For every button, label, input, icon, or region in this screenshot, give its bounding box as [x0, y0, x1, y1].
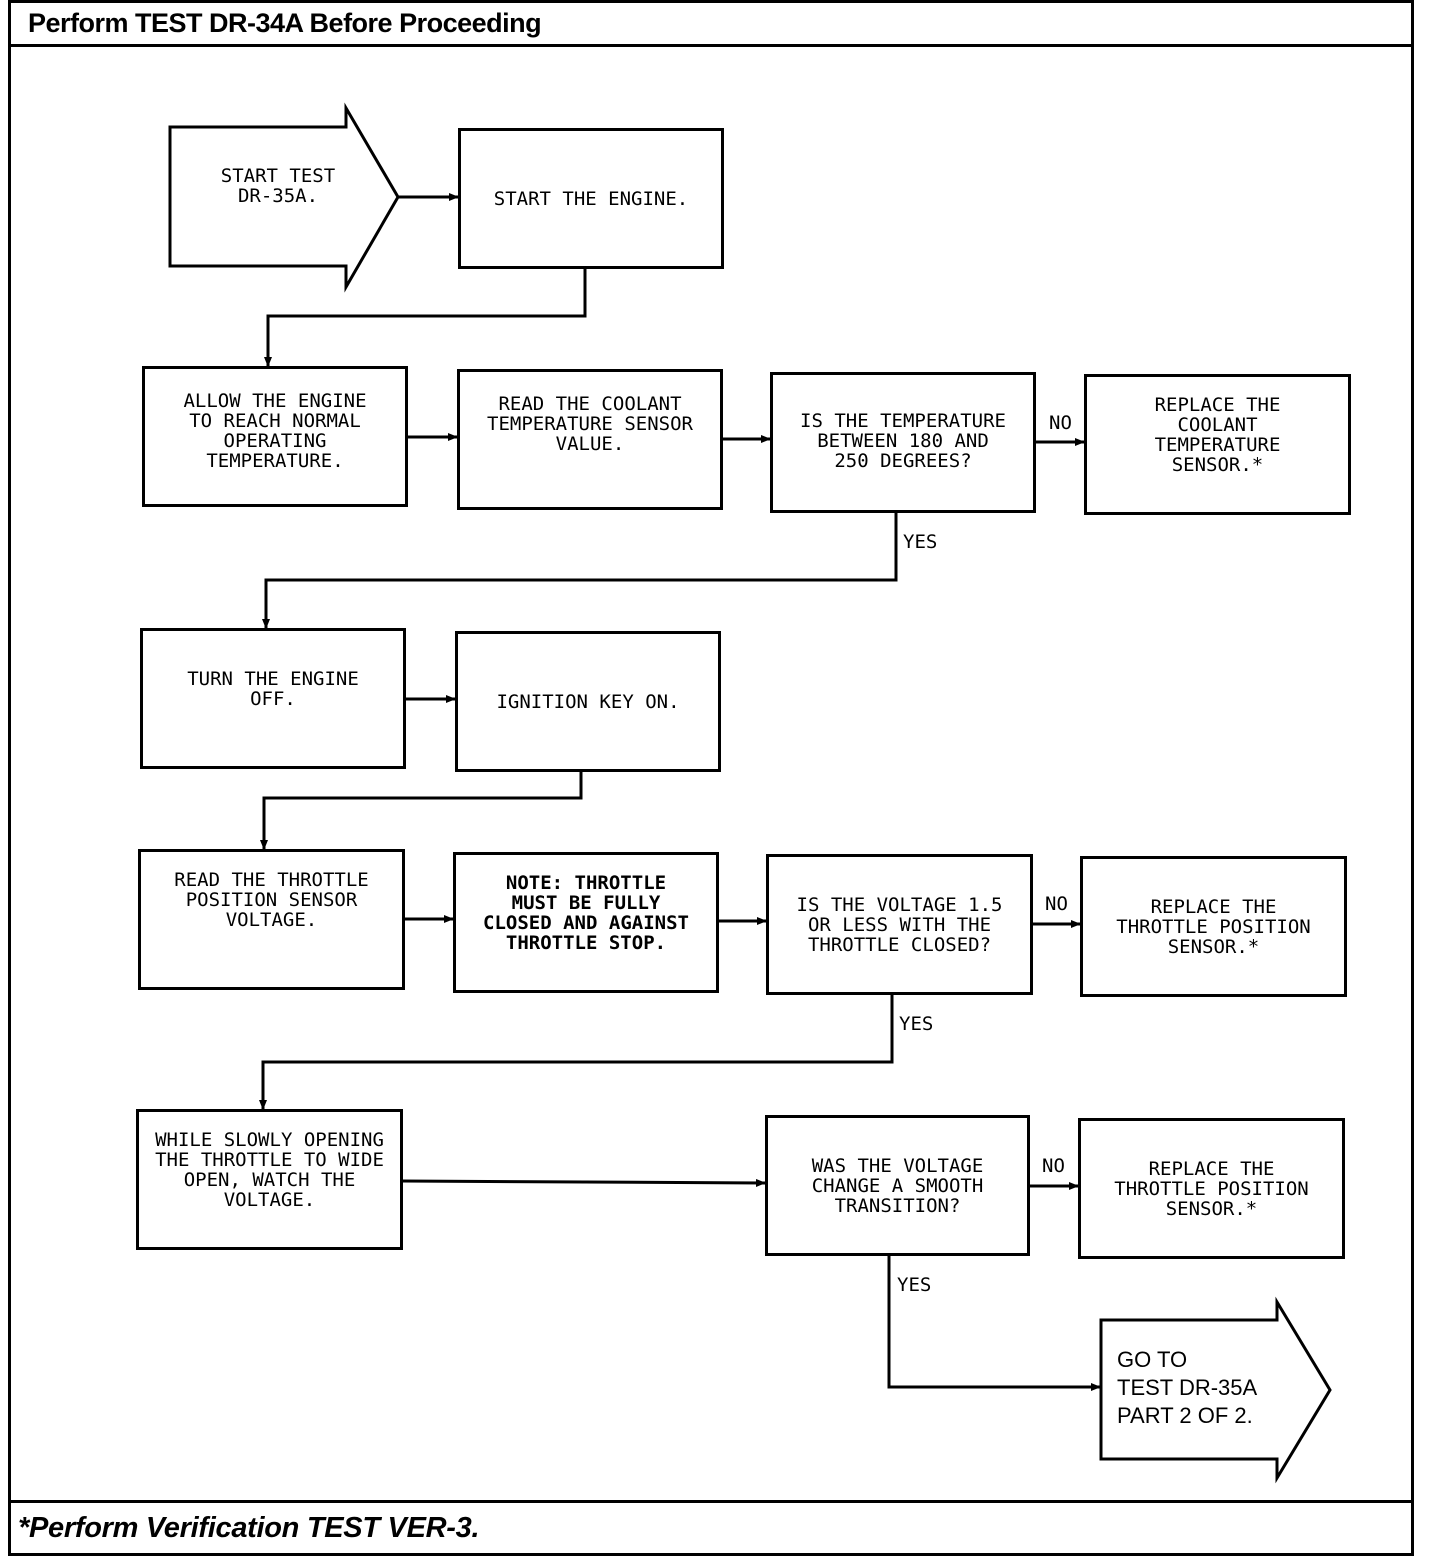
voltage-no-label: NO	[1045, 893, 1068, 915]
connector-engine-to-allow	[264, 268, 587, 367]
start-test-label: START TEST DR-35A.	[220, 165, 336, 207]
connector-temp-yes	[262, 512, 898, 629]
smooth-transition-question-box: WAS THE VOLTAGE CHANGE A SMOOTH TRANSITI…	[765, 1115, 1030, 1256]
goto-test-label: GO TO TEST DR-35A PART 2 OF 2.	[1117, 1347, 1258, 1428]
temp-yes-label: YES	[903, 531, 938, 553]
voltage-yes-label: YES	[899, 1013, 934, 1035]
open-throttle-box: WHILE SLOWLY OPENING THE THROTTLE TO WID…	[136, 1109, 403, 1250]
start-arrow-shape	[168, 102, 400, 293]
header-title: Perform TEST DR-34A Before Proceeding	[28, 8, 542, 38]
read-coolant-box: READ THE COOLANT TEMPERATURE SENSOR VALU…	[457, 369, 723, 510]
outer-frame	[8, 0, 1414, 1556]
ignition-key-on-box: IGNITION KEY ON.	[455, 631, 721, 772]
temp-no-label: NO	[1049, 412, 1072, 434]
replace-coolant-box: REPLACE THE COOLANT TEMPERATURE SENSOR.*	[1084, 374, 1351, 515]
goto-arrow-shape	[1099, 1296, 1332, 1484]
read-tps-box: READ THE THROTTLE POSITION SENSOR VOLTAG…	[138, 849, 405, 990]
throttle-note-box: NOTE: THROTTLE MUST BE FULLY CLOSED AND …	[453, 852, 719, 993]
voltage-question-box: IS THE VOLTAGE 1.5 OR LESS WITH THE THRO…	[766, 854, 1033, 995]
replace-tps-box-1: REPLACE THE THROTTLE POSITION SENSOR.*	[1080, 856, 1347, 997]
allow-engine-box: ALLOW THE ENGINE TO REACH NORMAL OPERATI…	[142, 366, 408, 507]
turn-engine-off-box: TURN THE ENGINE OFF.	[140, 628, 406, 769]
connector-open-to-question	[401, 1178, 766, 1187]
footer-divider	[10, 1500, 1412, 1503]
temperature-question-box: IS THE TEMPERATURE BETWEEN 180 AND 250 D…	[770, 372, 1036, 513]
smooth-yes-label: YES	[897, 1274, 932, 1296]
replace-tps-box-2: REPLACE THE THROTTLE POSITION SENSOR.*	[1078, 1118, 1345, 1259]
connector-smooth-yes	[887, 1254, 1101, 1391]
connector-ignition-to-read-tps	[260, 770, 583, 850]
connector-voltage-yes	[259, 993, 894, 1110]
header-divider	[10, 44, 1412, 47]
start-engine-box: START THE ENGINE.	[458, 128, 724, 269]
footer-note: *Perform Verification TEST VER-3.	[18, 1512, 480, 1544]
smooth-no-label: NO	[1042, 1155, 1065, 1177]
